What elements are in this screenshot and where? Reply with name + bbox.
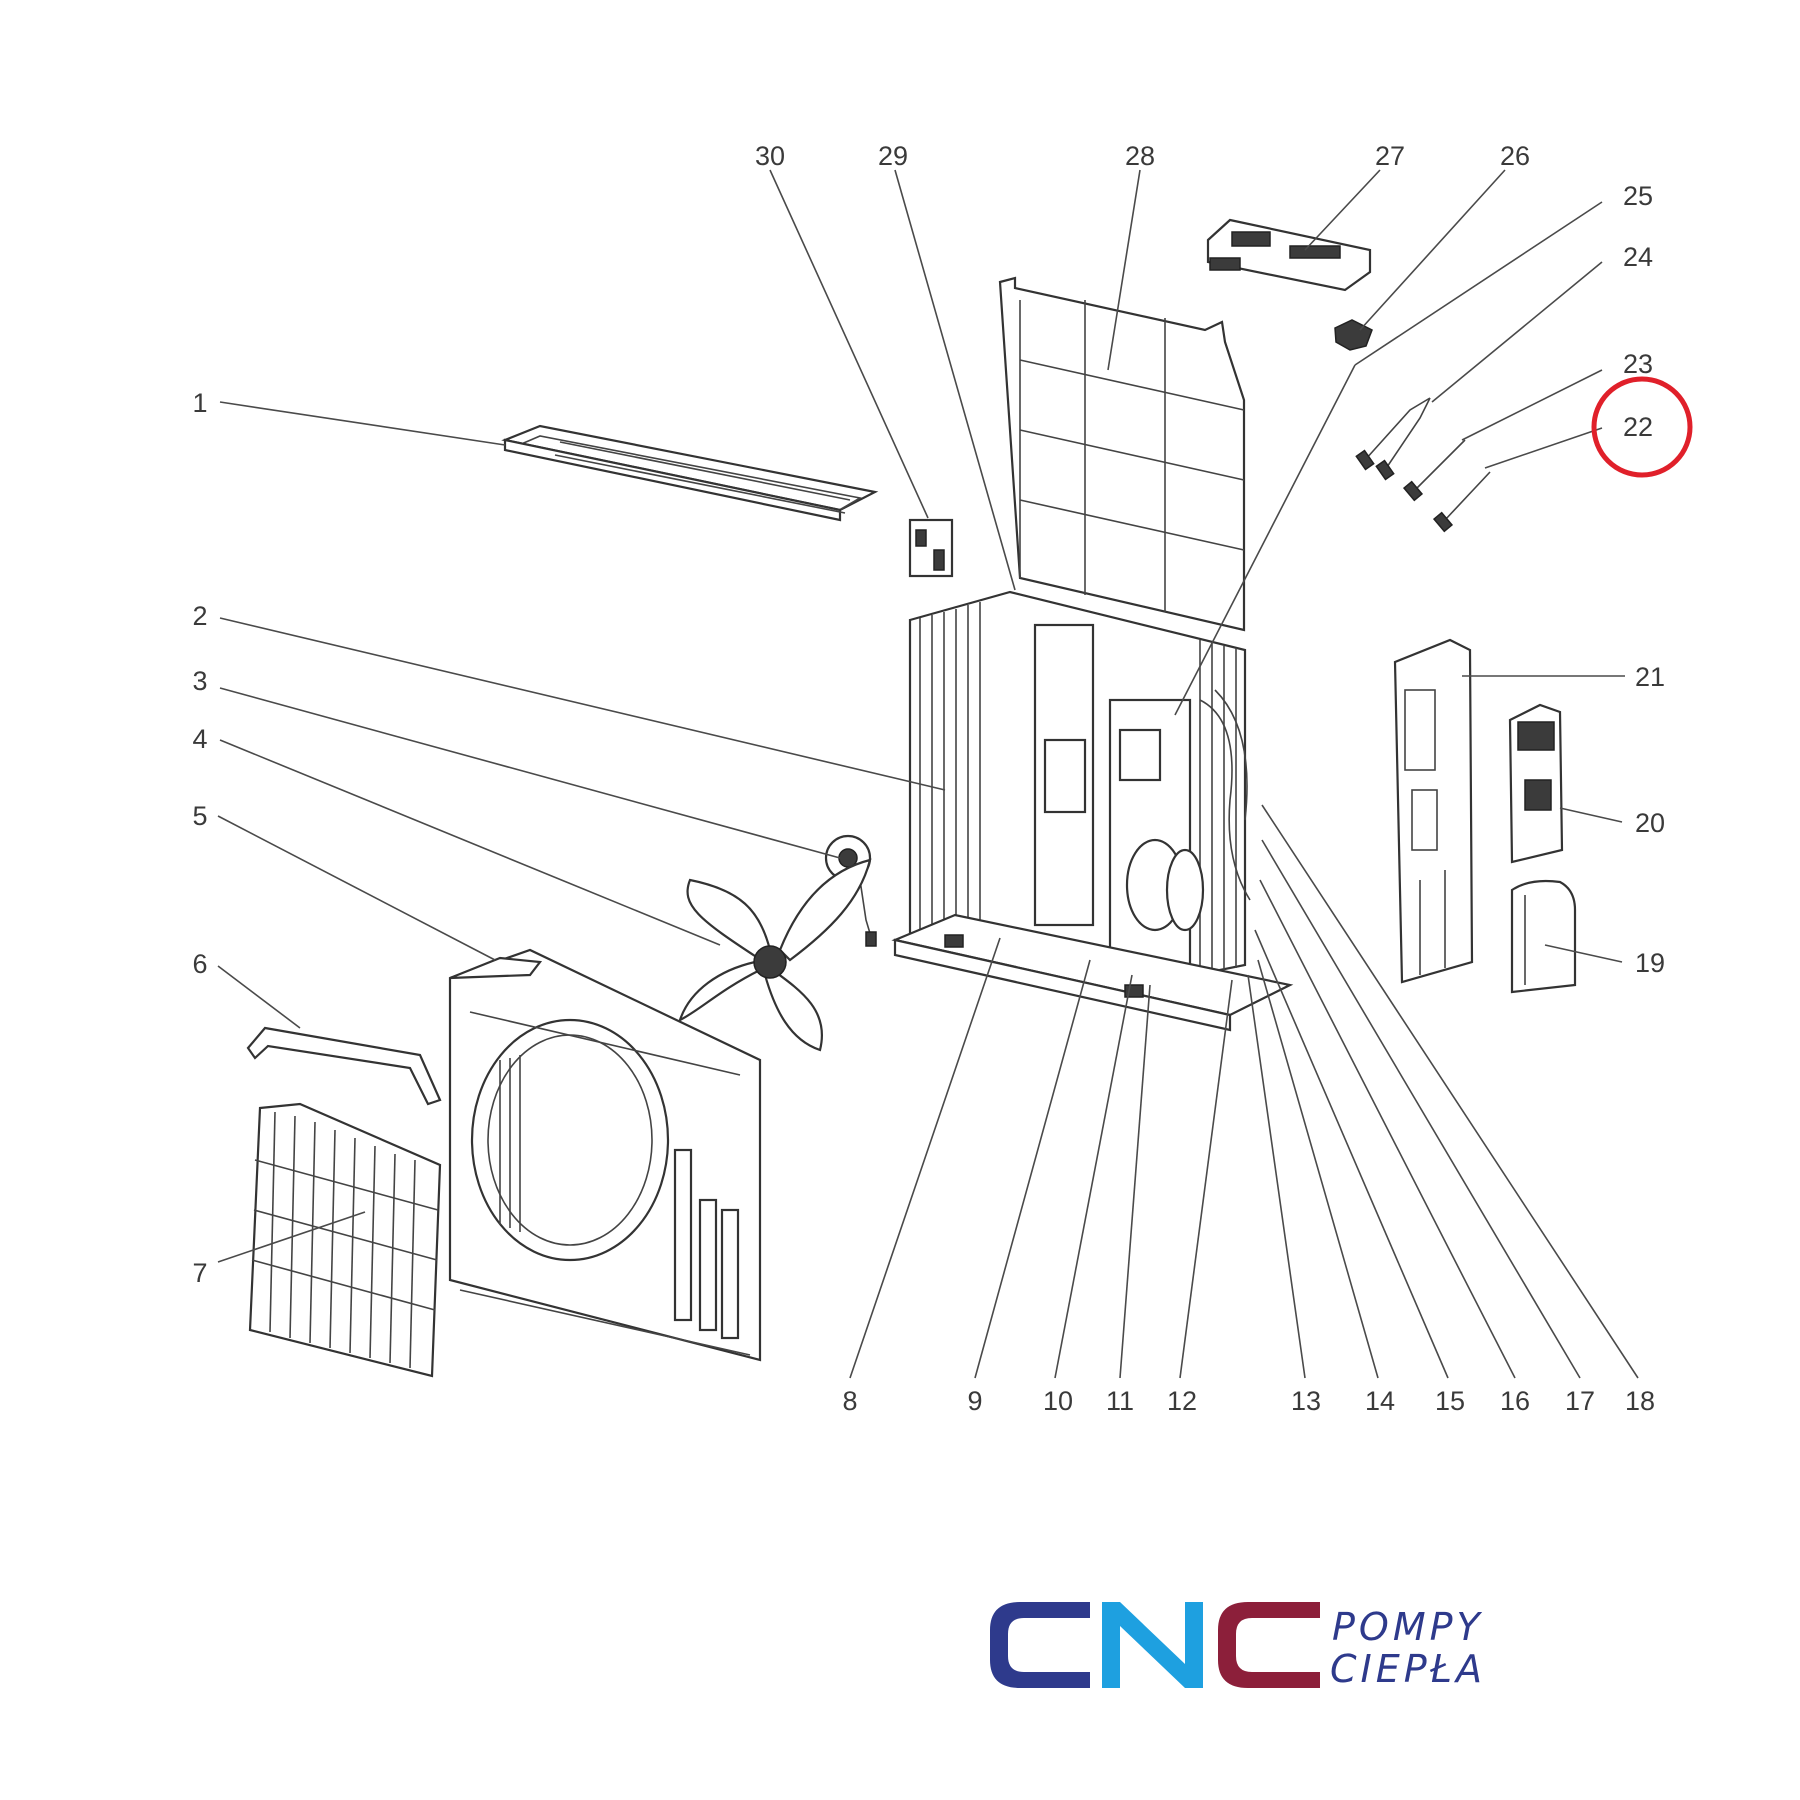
callout-3: 3 — [192, 666, 207, 696]
logo-letter-c-second — [1218, 1602, 1320, 1688]
leader-lines — [217, 169, 1639, 1379]
callout-15: 15 — [1435, 1386, 1465, 1416]
callout-19: 19 — [1635, 948, 1665, 978]
callout-7: 7 — [192, 1258, 207, 1288]
part-fan-guard — [248, 1102, 442, 1378]
callout-26: 26 — [1500, 141, 1530, 171]
callout-21: 21 — [1635, 662, 1665, 692]
part-handle-bar — [246, 1026, 442, 1106]
callout-2: 2 — [192, 601, 207, 631]
callout-12: 12 — [1167, 1386, 1197, 1416]
logo-letter-n — [1102, 1602, 1203, 1688]
callout-9: 9 — [967, 1386, 982, 1416]
part-valve-30 — [908, 518, 954, 578]
callout-13: 13 — [1291, 1386, 1321, 1416]
cnc-pompy-ciepla-logo: POMPY CIEPŁA — [990, 1602, 1486, 1691]
highlight-circle — [1591, 376, 1693, 478]
part-side-panel — [1393, 638, 1474, 984]
callout-16: 16 — [1500, 1386, 1530, 1416]
part-rear-grille — [998, 276, 1246, 632]
callout-10: 10 — [1043, 1386, 1073, 1416]
part-valve-cover — [1510, 879, 1577, 994]
part-base-pan — [891, 913, 1294, 1032]
callout-30: 30 — [755, 141, 785, 171]
callout-11: 11 — [1106, 1386, 1134, 1416]
part-connector-26 — [1334, 319, 1373, 351]
callout-14: 14 — [1365, 1386, 1395, 1416]
part-control-board — [1206, 218, 1372, 292]
callout-6: 6 — [192, 949, 207, 979]
callout-4: 4 — [192, 724, 207, 754]
part-top-cover — [501, 424, 879, 522]
part-valve-bracket — [1508, 703, 1564, 864]
callout-23: 23 — [1623, 349, 1653, 379]
callout-1: 1 — [192, 388, 207, 418]
callout-24: 24 — [1623, 242, 1653, 272]
part-front-panel — [448, 948, 762, 1362]
callout-22: 22 — [1623, 412, 1653, 442]
callout-18: 18 — [1625, 1386, 1655, 1416]
callout-27: 27 — [1375, 141, 1405, 171]
callout-5: 5 — [192, 801, 207, 831]
callout-25: 25 — [1623, 181, 1653, 211]
logo-text-pompy: POMPY — [1332, 1605, 1484, 1649]
callout-labels: 1 2 3 4 5 6 7 8 9 10 11 12 13 14 15 16 1… — [192, 141, 1665, 1416]
callout-29: 29 — [878, 141, 908, 171]
part-fan-blade — [678, 858, 872, 1052]
part-sensors — [1355, 397, 1491, 533]
part-condenser-coil — [908, 590, 1251, 992]
logo-text-ciepla: CIEPŁA — [1330, 1647, 1486, 1691]
callout-20: 20 — [1635, 808, 1665, 838]
callout-28: 28 — [1125, 141, 1155, 171]
callout-8: 8 — [842, 1386, 857, 1416]
logo-letter-c-first — [990, 1602, 1090, 1688]
callout-17: 17 — [1565, 1386, 1595, 1416]
